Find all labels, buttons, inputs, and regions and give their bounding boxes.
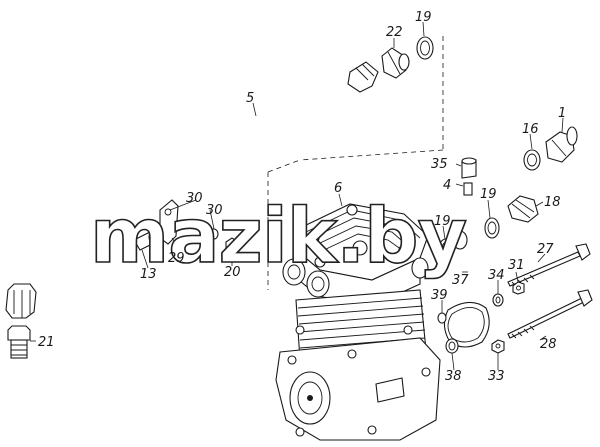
sleeve-13: [133, 230, 158, 251]
discharge-pipe: [5, 61, 379, 319]
label-20: 22: [386, 25, 403, 40]
nut-27: [225, 237, 239, 253]
label-1: 1: [558, 106, 566, 121]
fitting-18: [507, 195, 539, 223]
label-19-mid: 19: [480, 187, 497, 202]
washer-19-left: [438, 238, 454, 258]
fitting-1: [545, 126, 578, 163]
fitting-34: [7, 325, 31, 359]
label-4: 4: [443, 178, 451, 193]
label-27: 20: [224, 265, 241, 280]
label-30-bottom: 33: [488, 369, 505, 384]
label-28: 30: [206, 203, 223, 218]
gasket-38: [443, 301, 490, 348]
label-5: 5: [246, 91, 254, 106]
label-19-top: 19: [415, 10, 432, 25]
label-39: 39: [431, 288, 448, 303]
label-29: 30: [186, 191, 203, 206]
fitting-20: [381, 47, 410, 79]
label-19-left: 19: [434, 214, 451, 229]
cap-35: [461, 157, 477, 179]
watermark-text: mazik.by: [90, 191, 467, 280]
bolt-21: [507, 243, 591, 287]
label-13: 13: [140, 267, 157, 282]
washer-19-top: [416, 36, 434, 60]
washer-31: [492, 293, 504, 307]
pipe-37: [452, 195, 490, 273]
bolt-22: [507, 289, 593, 339]
label-37: 37: [452, 273, 469, 288]
nut-30-bottom: [491, 339, 505, 354]
pin-4: [463, 182, 473, 196]
label-30-top: 31: [508, 258, 525, 273]
label-6: 6: [334, 181, 342, 196]
label-33: 29: [168, 251, 185, 266]
bracket-33: [159, 199, 179, 245]
label-21: 27: [537, 242, 554, 257]
label-34: 21: [38, 335, 55, 350]
label-38: 38: [445, 369, 462, 384]
callout-labels: 22 19 5 1 16 35 4 6 19 18 19 27 31 34 37…: [38, 10, 566, 384]
label-22: 28: [540, 337, 557, 352]
assembly-guide-lines: [267, 36, 444, 290]
washer-16: [523, 149, 541, 171]
label-18: 18: [544, 195, 561, 210]
leader-lines: [30, 21, 564, 371]
compressor-assembly: [275, 203, 441, 441]
label-35: 35: [431, 157, 448, 172]
label-31: 34: [488, 268, 505, 283]
label-16: 16: [522, 122, 539, 137]
washer-19-mid: [484, 217, 500, 239]
